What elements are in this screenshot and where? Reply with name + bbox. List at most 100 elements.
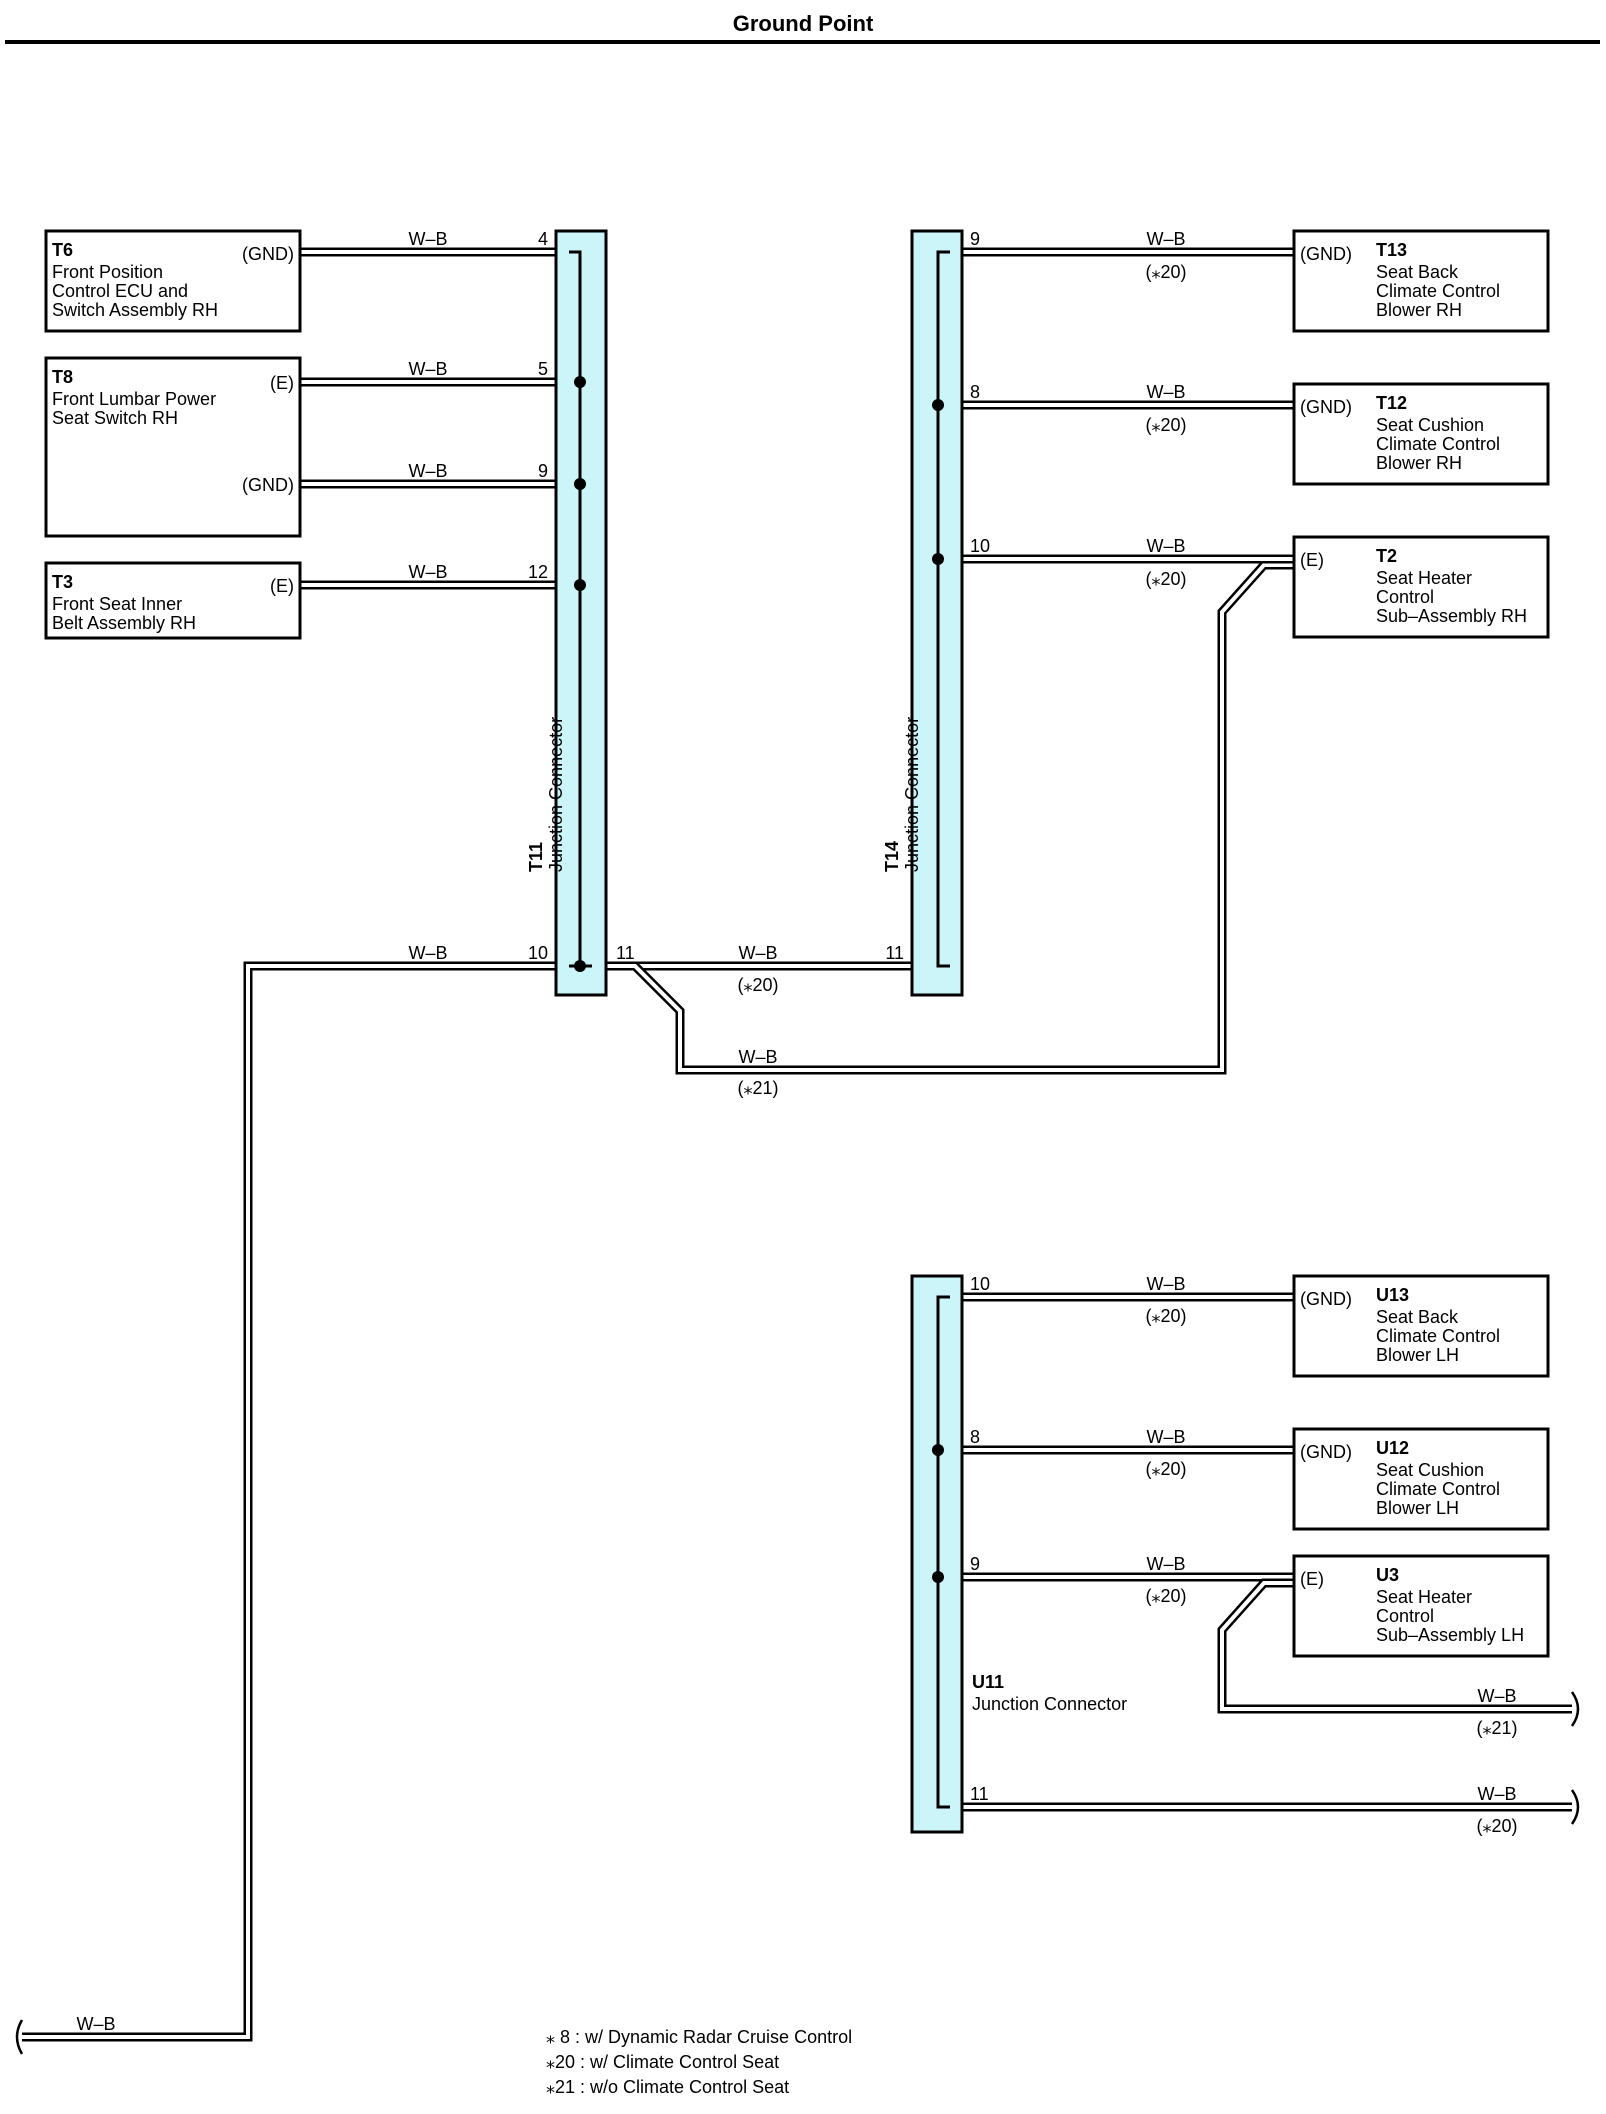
- component-code: U3: [1376, 1565, 1399, 1585]
- component-t13: (GND) T13 Seat Back Climate Control Blow…: [1292, 229, 1550, 333]
- component-t2: (E) T2 Seat Heater Control Sub–Assembly …: [1292, 535, 1550, 639]
- condition-label: (⁎20): [1145, 1586, 1186, 1606]
- component-name-line: Sub–Assembly LH: [1376, 1625, 1524, 1645]
- junction-code: T11: [526, 842, 546, 872]
- component-name-line: Seat Cushion: [1376, 415, 1484, 435]
- component-name-line: Climate Control: [1376, 434, 1500, 454]
- junction-name: Junction Connector: [902, 717, 922, 872]
- junction-name: Junction Connector: [546, 717, 566, 872]
- component-name-line: Seat Back: [1376, 262, 1459, 282]
- pin-number: 10: [970, 1274, 990, 1294]
- wire-color-label: W–B: [1146, 536, 1185, 556]
- condition-label: (⁎20): [737, 975, 778, 995]
- wire-color-label: W–B: [76, 2014, 115, 2034]
- wire-color-labels: W–B W–B W–B W–B W–B W–B W–B W–B W–B W–B …: [76, 229, 1516, 2034]
- component-name-line: Climate Control: [1376, 281, 1500, 301]
- component-name-line: Blower LH: [1376, 1345, 1459, 1365]
- component-name-line: Belt Assembly RH: [52, 613, 196, 633]
- wire-color-label: W–B: [738, 1047, 777, 1067]
- pin-number: 12: [528, 562, 548, 582]
- pin-number: 11: [616, 943, 635, 963]
- condition-label: (⁎21): [737, 1078, 778, 1098]
- condition-label: (⁎20): [1145, 415, 1186, 435]
- condition-label: (⁎20): [1145, 262, 1186, 282]
- component-u12: (GND) U12 Seat Cushion Climate Control B…: [1292, 1427, 1550, 1531]
- junction-label-t14: T14 Junction Connector: [882, 717, 922, 872]
- terminal-label: (GND): [1300, 1289, 1352, 1309]
- pin-number: 9: [970, 1554, 980, 1574]
- terminal-label: (E): [1300, 1569, 1324, 1589]
- pin-numbers: 4 5 9 12 10 11 9 8 10 11 10 8 9 11: [528, 229, 990, 1804]
- pin-number: 10: [970, 536, 990, 556]
- junction-code: T14: [882, 841, 902, 872]
- junction-code: U11: [972, 1672, 1004, 1692]
- wire-color-label: W–B: [738, 943, 777, 963]
- component-name-line: Seat Cushion: [1376, 1460, 1484, 1480]
- wire-color-label: W–B: [1146, 1274, 1185, 1294]
- component-name-line: Front Position: [52, 262, 163, 282]
- component-name-line: Climate Control: [1376, 1326, 1500, 1346]
- component-name-line: Control: [1376, 1606, 1434, 1626]
- wire-color-label: W–B: [408, 943, 447, 963]
- footnote: ⁎21 : w/o Climate Control Seat: [546, 2077, 789, 2097]
- break-mark-bottom-left: [15, 2019, 24, 2055]
- condition-labels: (⁎20) (⁎20) (⁎20) (⁎20) (⁎21) (⁎20) (⁎20…: [737, 262, 1517, 1836]
- component-code: T12: [1376, 393, 1407, 413]
- component-code: T13: [1376, 240, 1407, 260]
- component-name-line: Seat Back: [1376, 1307, 1459, 1327]
- component-code: U13: [1376, 1285, 1409, 1305]
- component-code: T8: [52, 367, 73, 387]
- pin-number: 11: [970, 1784, 989, 1804]
- wire-color-label: W–B: [1146, 1554, 1185, 1574]
- junction-label-u11: U11 Junction Connector: [972, 1672, 1127, 1714]
- junction-t11: [554, 229, 608, 997]
- footnote: ⁎20 : w/ Climate Control Seat: [546, 2052, 779, 2072]
- condition-label: (⁎20): [1145, 569, 1186, 589]
- component-u3: (E) U3 Seat Heater Control Sub–Assembly …: [1292, 1554, 1550, 1658]
- component-name-line: Blower LH: [1376, 1498, 1459, 1518]
- component-t3: T3 Front Seat Inner Belt Assembly RH (E): [44, 561, 302, 640]
- break-mark-u11-exit: [1570, 1789, 1580, 1825]
- component-code: T2: [1376, 546, 1397, 566]
- terminal-label: (E): [1300, 550, 1324, 570]
- terminal-label: (GND): [242, 244, 294, 264]
- component-name-line: Control: [1376, 587, 1434, 607]
- terminal-label: (GND): [242, 475, 294, 495]
- pin-number: 5: [538, 359, 548, 379]
- component-name-line: Seat Heater: [1376, 568, 1472, 588]
- component-code: U12: [1376, 1438, 1409, 1458]
- component-name-line: Blower RH: [1376, 453, 1462, 473]
- footnotes: ⁎ 8 : w/ Dynamic Radar Cruise Control ⁎2…: [546, 2027, 852, 2097]
- component-name-line: Front Seat Inner: [52, 594, 182, 614]
- wire-color-label: W–B: [408, 359, 447, 379]
- pin-number: 8: [970, 382, 980, 402]
- footnote: ⁎ 8 : w/ Dynamic Radar Cruise Control: [546, 2027, 852, 2047]
- wire-color-label: W–B: [1146, 229, 1185, 249]
- condition-label: (⁎20): [1145, 1459, 1186, 1479]
- wires: [22, 247, 1572, 2042]
- terminal-label: (GND): [1300, 244, 1352, 264]
- component-name-line: Control ECU and: [52, 281, 188, 301]
- component-u13: (GND) U13 Seat Back Climate Control Blow…: [1292, 1274, 1550, 1378]
- component-name-line: Seat Switch RH: [52, 408, 178, 428]
- wire-color-label: W–B: [1146, 1427, 1185, 1447]
- component-name-line: Seat Heater: [1376, 1587, 1472, 1607]
- component-t8: T8 Front Lumbar Power Seat Switch RH (E)…: [44, 356, 302, 538]
- junction-label-t11: T11 Junction Connector: [526, 717, 566, 872]
- junction-u11: [910, 1274, 964, 1834]
- terminal-label: (GND): [1300, 1442, 1352, 1462]
- component-name-line: Blower RH: [1376, 300, 1462, 320]
- condition-label: (⁎20): [1145, 1306, 1186, 1326]
- terminal-label: (E): [270, 373, 294, 393]
- component-t6: T6 Front Position Control ECU and Switch…: [44, 229, 302, 333]
- page-title: Ground Point: [733, 11, 874, 36]
- pin-number: 9: [970, 229, 980, 249]
- component-name-line: Climate Control: [1376, 1479, 1500, 1499]
- wire-color-label: W–B: [1146, 382, 1185, 402]
- pin-number: 10: [528, 943, 548, 963]
- condition-label: (⁎21): [1476, 1718, 1517, 1738]
- component-name-line: Front Lumbar Power: [52, 389, 216, 409]
- junction-name: Junction Connector: [972, 1694, 1127, 1714]
- component-code: T3: [52, 572, 73, 592]
